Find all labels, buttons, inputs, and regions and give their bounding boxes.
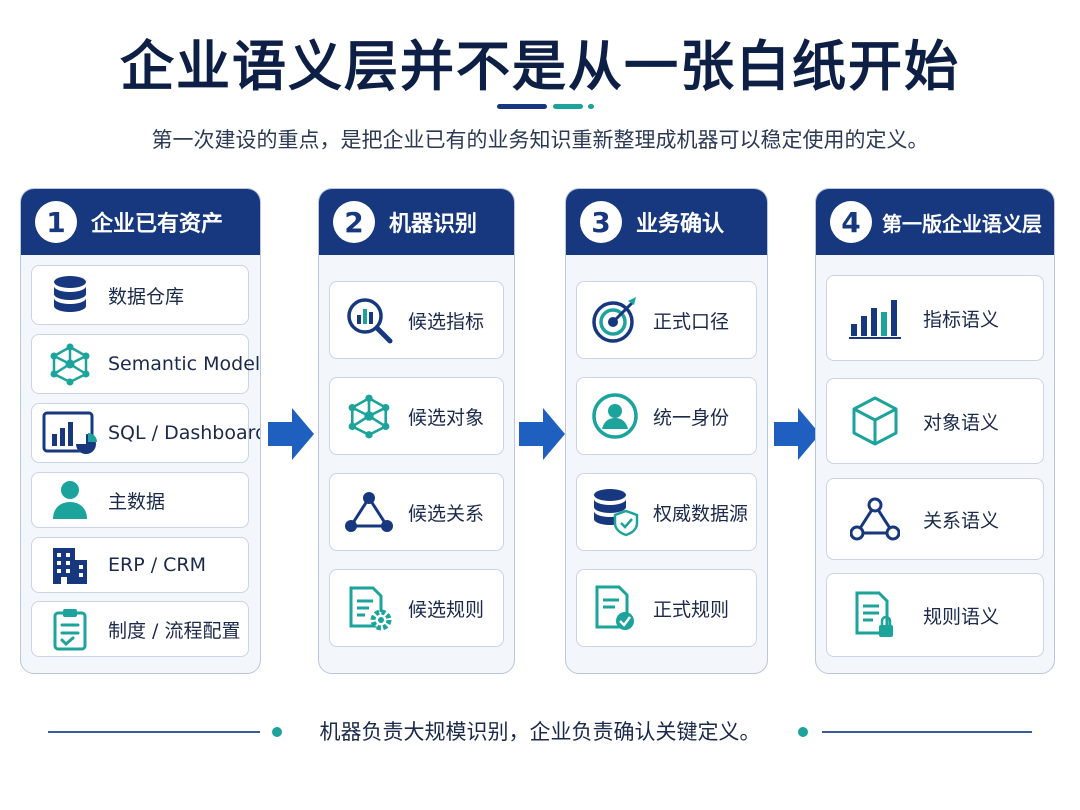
card-label: 权威数据源 [653, 502, 749, 525]
card-official-definition[interactable]: 正式口径 [576, 281, 757, 359]
card-policy-process[interactable]: 制度 / 流程配置 [31, 601, 249, 657]
flow-arrow-icon [268, 408, 314, 460]
page-subtitle: 第一次建设的重点，是把企业已有的业务知识重新整理成机器可以稳定使用的定义。 [151, 128, 929, 152]
document-check-icon [577, 583, 653, 633]
column-header: 4 第一版企业语义层 [816, 189, 1054, 255]
flow-arrow-icon [519, 408, 565, 460]
card-label: 指标语义 [923, 308, 1000, 331]
card-label: 候选指标 [408, 310, 485, 333]
card-semantic-model[interactable]: Semantic Model [31, 334, 260, 394]
step-number-badge: 1 [35, 201, 77, 243]
database-icon [32, 274, 108, 316]
column-header: 2 机器识别 [319, 189, 514, 255]
chart-search-icon [330, 295, 408, 345]
cube-icon [827, 395, 923, 447]
step-number-badge: 3 [580, 201, 622, 243]
step-number-badge: 4 [830, 201, 872, 243]
title-underline-navy [497, 104, 547, 109]
footer-dot-right [798, 727, 808, 737]
card-official-rules[interactable]: 正式规则 [576, 569, 757, 647]
bar-chart-icon [827, 296, 923, 340]
card-candidate-metrics[interactable]: 候选指标 [329, 281, 504, 359]
network-cube-icon [32, 342, 108, 386]
column-existing-assets: 1 企业已有资产 数据仓库 Semantic Model SQL / Dashb… [20, 188, 261, 674]
card-label: SQL / Dashboard [108, 422, 261, 444]
column-title: 业务确认 [636, 212, 725, 237]
card-candidate-relations[interactable]: 候选关系 [329, 473, 504, 551]
user-circle-icon [577, 392, 653, 440]
triangle-nodes-icon [827, 497, 923, 541]
column-title: 第一版企业语义层 [882, 211, 1042, 236]
database-shield-icon [577, 487, 653, 537]
title-underline-teal [553, 104, 583, 109]
page-title: 企业语义层并不是从一张白纸开始 [120, 35, 960, 98]
card-master-data[interactable]: 主数据 [31, 472, 249, 528]
card-label: 主数据 [108, 490, 166, 513]
column-business-confirmation: 3 业务确认 正式口径 统一身份 权威数据源 正式规则 [565, 188, 768, 674]
target-icon [577, 295, 653, 345]
footer-caption: 机器负责大规模识别，企业负责确认关键定义。 [319, 720, 761, 744]
card-label: Semantic Model [108, 353, 261, 375]
card-label: 关系语义 [923, 509, 1000, 532]
footer-dot-left [272, 727, 282, 737]
card-metric-semantics[interactable]: 指标语义 [826, 275, 1044, 361]
card-label: 制度 / 流程配置 [108, 619, 241, 642]
footer-divider-right [822, 731, 1032, 733]
card-label: 候选关系 [408, 502, 485, 525]
card-label: 正式规则 [653, 598, 730, 621]
card-label: 统一身份 [653, 406, 730, 429]
clipboard-icon [32, 607, 108, 651]
flow-arrow-icon [774, 408, 820, 460]
footer-divider-left [48, 731, 260, 733]
card-object-semantics[interactable]: 对象语义 [826, 378, 1044, 464]
card-label: 候选规则 [408, 598, 485, 621]
card-erp-crm[interactable]: ERP / CRM [31, 537, 249, 593]
card-label: 候选对象 [408, 406, 485, 429]
column-semantic-layer-v1: 4 第一版企业语义层 指标语义 对象语义 关系语义 规则语义 [815, 188, 1055, 674]
card-unified-identity[interactable]: 统一身份 [576, 377, 757, 455]
column-header: 1 企业已有资产 [21, 189, 260, 255]
column-header: 3 业务确认 [566, 189, 767, 255]
column-title: 企业已有资产 [91, 212, 224, 237]
card-candidate-rules[interactable]: 候选规则 [329, 569, 504, 647]
card-rule-semantics[interactable]: 规则语义 [826, 573, 1044, 657]
card-sql-dashboard[interactable]: SQL / Dashboard [31, 403, 260, 463]
person-icon [32, 479, 108, 521]
card-label: 规则语义 [923, 605, 1000, 628]
column-machine-recognition: 2 机器识别 候选指标 候选对象 候选关系 候选规则 [318, 188, 515, 674]
card-label: 数据仓库 [108, 285, 185, 308]
card-label: 对象语义 [923, 411, 1000, 434]
document-lock-icon [827, 589, 923, 641]
card-authoritative-source[interactable]: 权威数据源 [576, 473, 757, 551]
card-candidate-objects[interactable]: 候选对象 [329, 377, 504, 455]
card-label: 正式口径 [653, 310, 730, 333]
network-cube-icon [330, 393, 408, 439]
column-title: 机器识别 [389, 212, 478, 237]
card-relation-semantics[interactable]: 关系语义 [826, 478, 1044, 560]
card-data-warehouse[interactable]: 数据仓库 [31, 265, 249, 325]
document-gear-icon [330, 584, 408, 632]
building-icon [32, 544, 108, 586]
triangle-nodes-icon [330, 490, 408, 534]
dashboard-chart-icon [32, 410, 108, 456]
card-label: ERP / CRM [108, 554, 207, 576]
step-number-badge: 2 [333, 201, 375, 243]
title-underline-dot [588, 104, 594, 109]
